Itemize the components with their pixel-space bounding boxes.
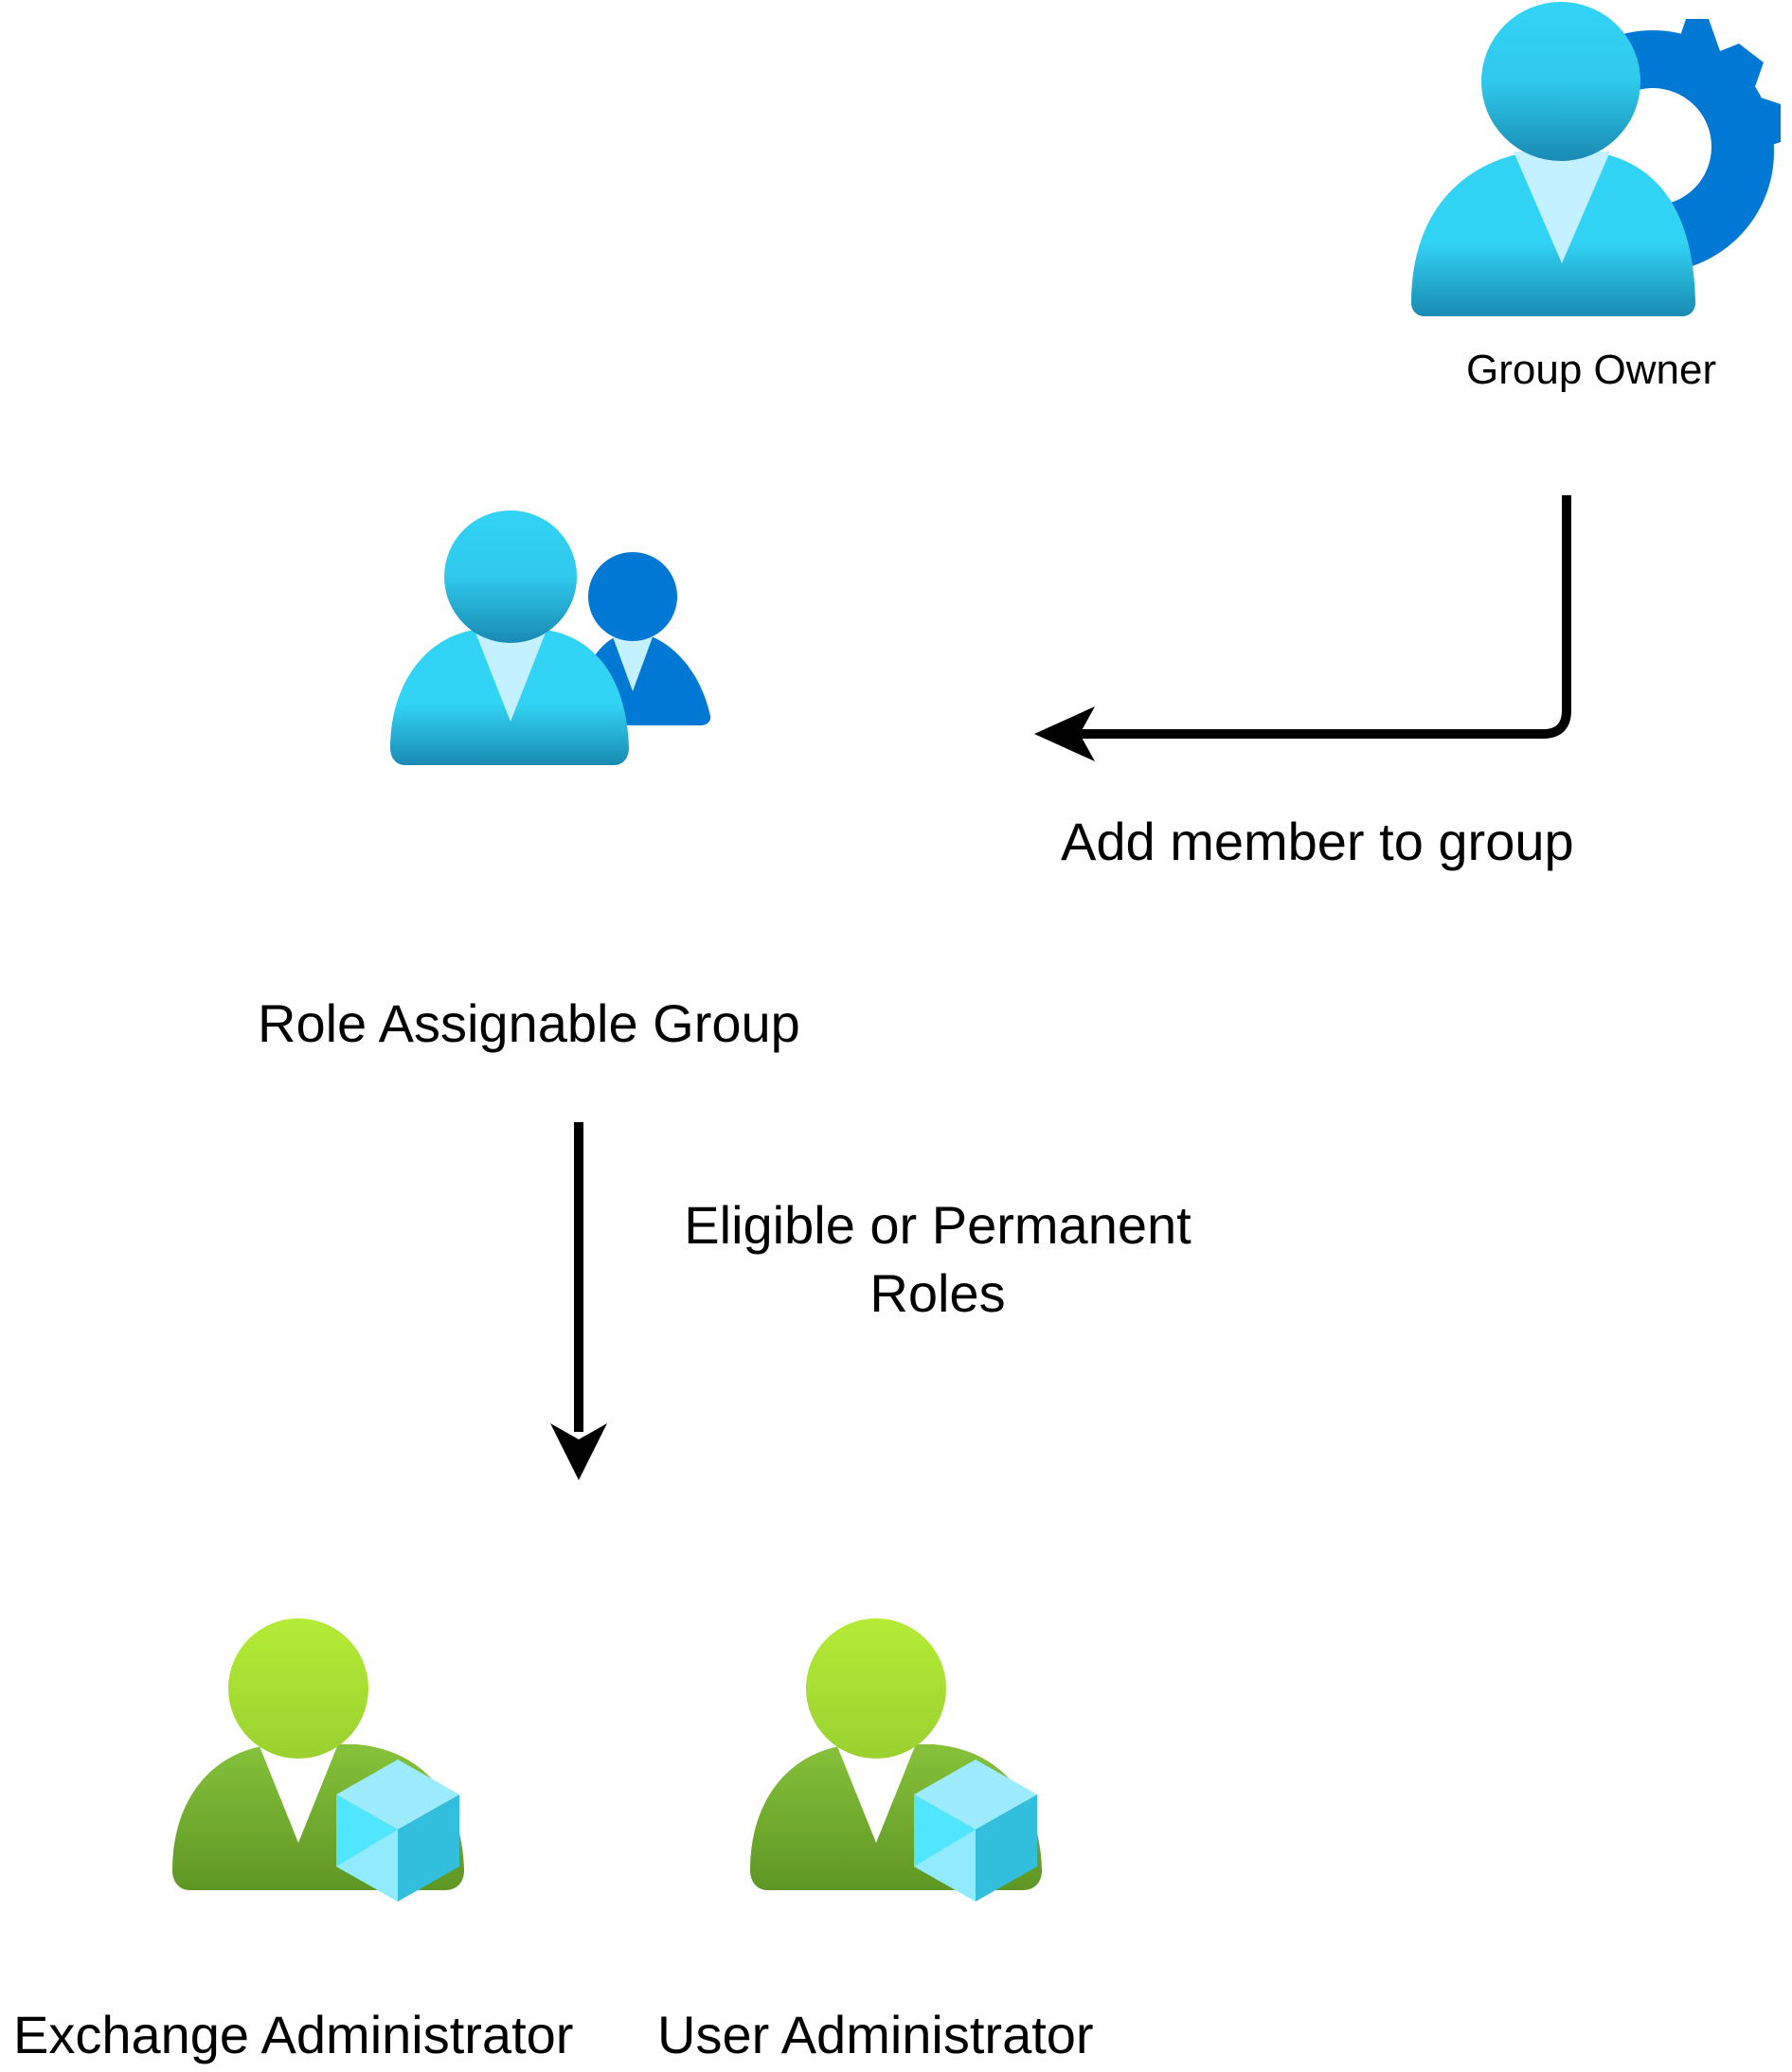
user-gear-icon (1411, 2, 1781, 316)
user-role-cube-icon (750, 1618, 1042, 1902)
role-assignable-group-node[interactable] (390, 510, 711, 765)
admin-collar (260, 1746, 337, 1843)
cube-icon (914, 1759, 1037, 1902)
roles-edge-label-line2: Roles (869, 1263, 1006, 1323)
edge-add-member[interactable] (1034, 495, 1571, 761)
edge-roles[interactable] (550, 1122, 607, 1480)
cube-icon (336, 1759, 459, 1902)
user-admin-label: User Administrator (657, 2005, 1094, 2064)
users-group-icon (390, 510, 711, 765)
group-owner-node[interactable] (1411, 2, 1781, 316)
admin-collar (837, 1746, 915, 1843)
arrowhead-left-icon (1034, 706, 1095, 761)
exchange-admin-node[interactable] (172, 1618, 464, 1902)
user-collar (1514, 152, 1610, 263)
group-lead-collar (475, 633, 546, 722)
edge-line (1080, 495, 1571, 739)
add-member-edge-label: Add member to group (1061, 812, 1574, 871)
group-member-collar (612, 634, 654, 691)
user-role-cube-icon (172, 1618, 464, 1902)
admin-head (806, 1618, 946, 1759)
role-assignable-group-label: Role Assignable Group (258, 993, 800, 1053)
exchange-admin-label: Exchange Administrator (13, 2005, 574, 2064)
roles-edge-label: Eligible or Permanent Roles (644, 1191, 1231, 1328)
group-lead-head (444, 510, 577, 643)
roles-edge-label-line1: Eligible or Permanent (684, 1195, 1192, 1255)
group-owner-label: Group Owner (1466, 347, 1717, 393)
arrowhead-down-icon (550, 1423, 607, 1480)
user-admin-node[interactable] (750, 1618, 1042, 1902)
group-member-head (588, 552, 677, 641)
user-head (1481, 2, 1640, 161)
admin-head (228, 1618, 368, 1759)
